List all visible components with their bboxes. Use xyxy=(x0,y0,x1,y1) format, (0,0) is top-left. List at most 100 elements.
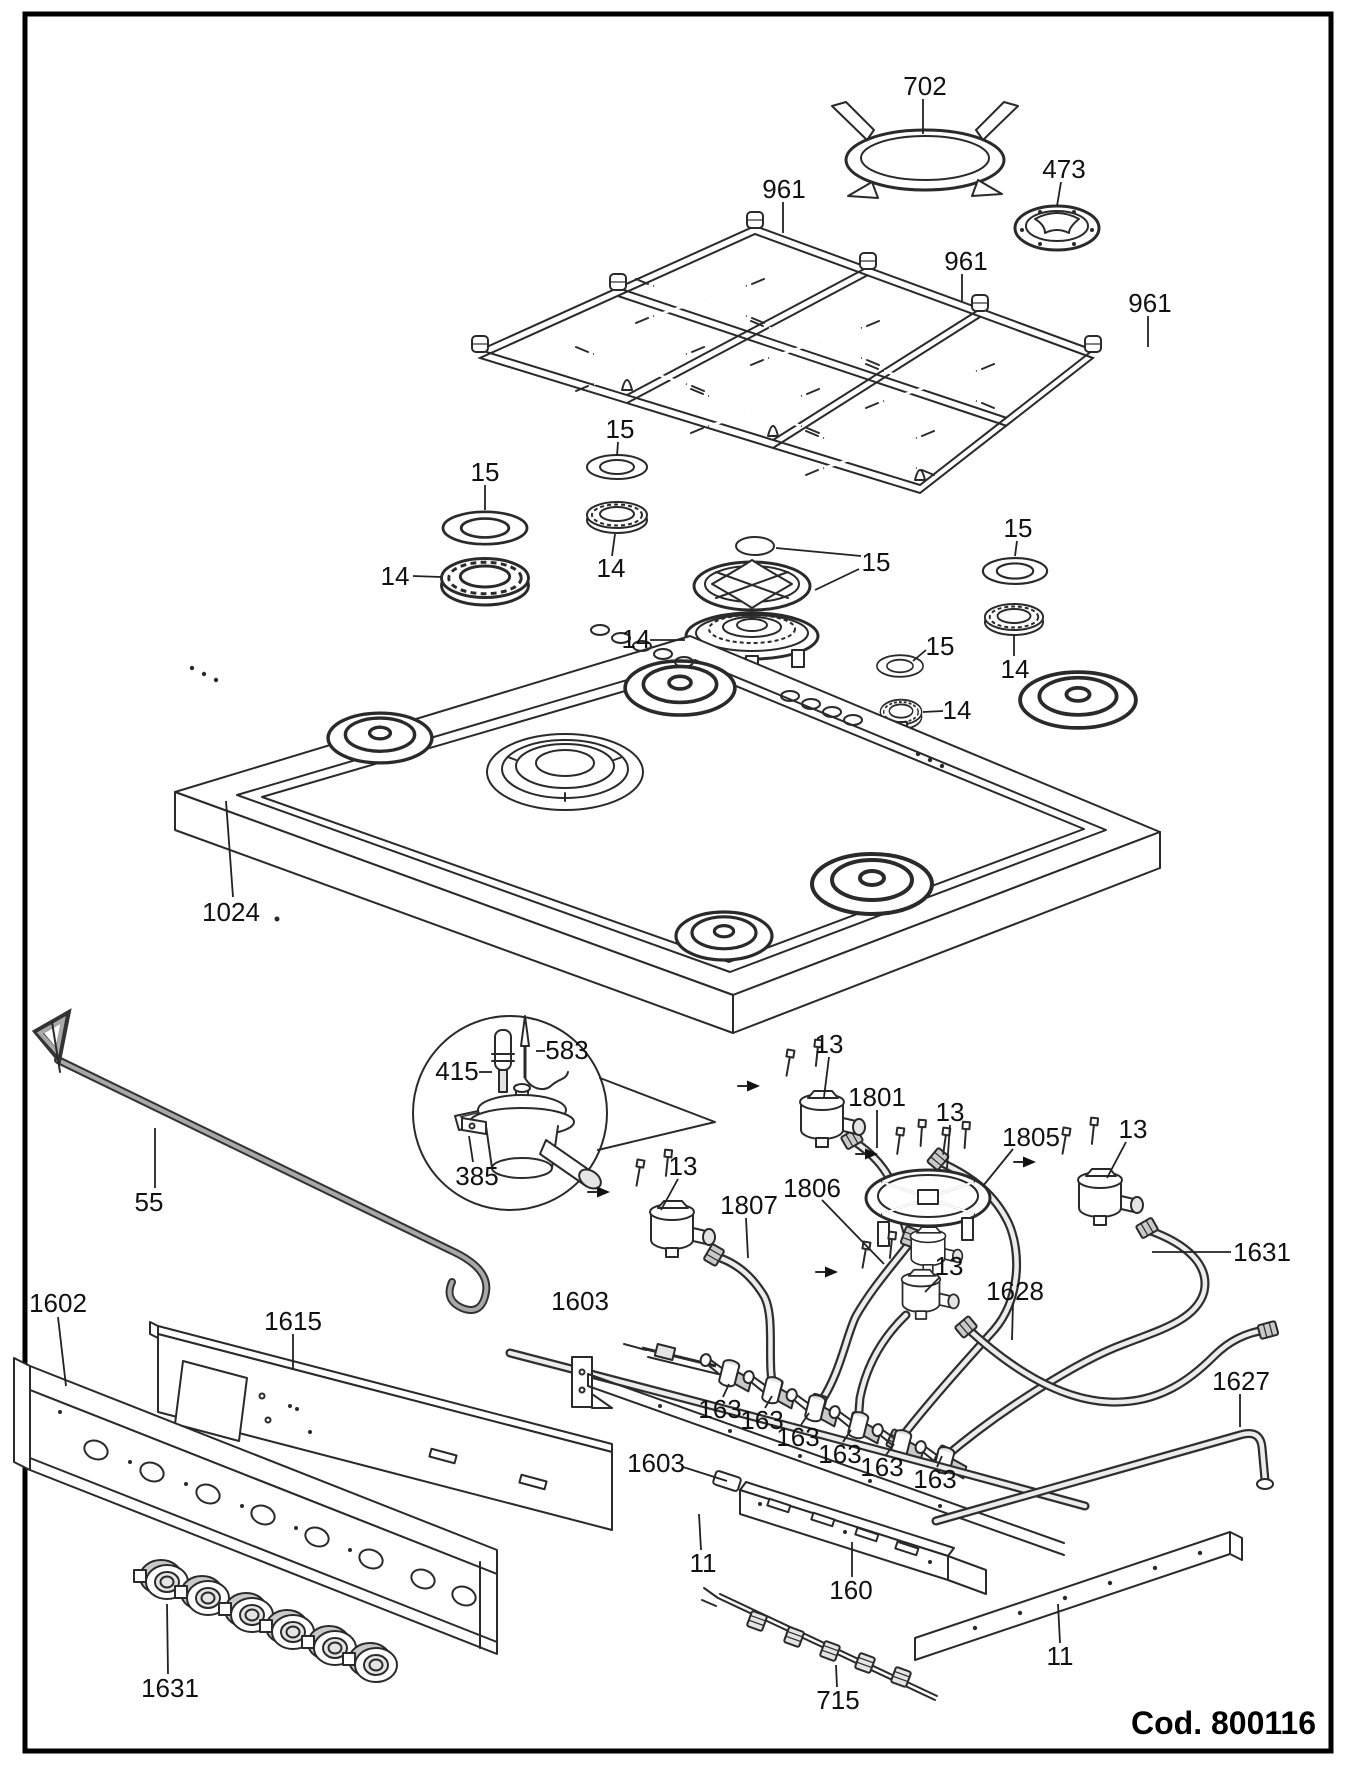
part-label-1631: 1631 xyxy=(1233,1237,1291,1267)
leader-line xyxy=(922,710,944,713)
leader-line xyxy=(924,1277,940,1293)
leader-line xyxy=(1106,1141,1127,1179)
gas-valves-13 xyxy=(587,1038,1144,1320)
part-label-13: 13 xyxy=(1119,1114,1148,1144)
leader-line xyxy=(412,575,442,578)
wok-burner-stack xyxy=(684,536,820,676)
part-label-1805: 1805 xyxy=(1002,1122,1060,1152)
leader-line xyxy=(682,1466,728,1482)
part-label-14: 14 xyxy=(943,695,972,725)
part-label-15: 15 xyxy=(1004,513,1033,543)
part-label-1627: 1627 xyxy=(1212,1366,1270,1396)
injector-tees-163 xyxy=(623,1343,971,1480)
front-panel-1602 xyxy=(13,1357,498,1655)
part-label-702: 702 xyxy=(903,71,946,101)
part-label-1628: 1628 xyxy=(986,1276,1044,1306)
leader-line xyxy=(821,1199,885,1265)
leader-line xyxy=(912,649,927,662)
part-label-13: 13 xyxy=(669,1151,698,1181)
part-label-583: 583 xyxy=(545,1035,588,1065)
part-label-163: 163 xyxy=(913,1464,956,1494)
detail-circle-burner-base xyxy=(412,1015,716,1211)
spark-rail-11 xyxy=(587,1373,1065,1556)
part-label-14: 14 xyxy=(381,561,410,591)
leader-line xyxy=(616,441,619,457)
electrode-583 xyxy=(520,1015,569,1091)
lower-rail-11 xyxy=(914,1531,1243,1661)
part-label-473: 473 xyxy=(1042,154,1085,184)
part-label-961: 961 xyxy=(1128,288,1171,318)
leader-line xyxy=(814,568,860,591)
burner-cap-ring-right xyxy=(981,556,1049,636)
part-label-1603: 1603 xyxy=(627,1448,685,1478)
wok-opening xyxy=(486,733,644,811)
leader-line xyxy=(946,1124,951,1169)
leader-line xyxy=(764,1395,773,1409)
part-label-160: 160 xyxy=(829,1575,872,1605)
leader-line xyxy=(982,1148,1014,1187)
burner-cap-ring-center xyxy=(586,454,648,534)
part-label-163: 163 xyxy=(818,1439,861,1469)
part-label-14: 14 xyxy=(597,553,626,583)
part-label-1801: 1801 xyxy=(848,1082,906,1112)
leader-line xyxy=(698,1513,702,1551)
part-label-15: 15 xyxy=(471,457,500,487)
part-label-11: 11 xyxy=(1047,1641,1074,1671)
part-label-1603: 1603 xyxy=(551,1286,609,1316)
pan-support-grate-961 xyxy=(471,211,1102,495)
part-label-13: 13 xyxy=(936,1097,965,1127)
cooktop-panel-1024 xyxy=(174,624,1161,1034)
page-border xyxy=(22,11,1334,1754)
part-label-15: 15 xyxy=(926,631,955,661)
part-label-11: 11 xyxy=(690,1548,717,1578)
part-label-961: 961 xyxy=(944,246,987,276)
supply-pipe-1627 xyxy=(931,1429,1274,1526)
support-post xyxy=(571,1356,613,1409)
leader-line xyxy=(660,1178,679,1211)
leader-line xyxy=(842,1429,852,1443)
leader-line xyxy=(611,533,616,557)
part-label-1631: 1631 xyxy=(141,1673,199,1703)
burner-bracket-160 xyxy=(712,1470,987,1595)
part-label-1806: 1806 xyxy=(783,1173,841,1203)
part-label-1024: 1024 xyxy=(202,897,260,927)
part-label-13: 13 xyxy=(935,1251,964,1281)
part-label-385: 385 xyxy=(455,1161,498,1191)
stray-dot xyxy=(274,916,280,922)
leader-line xyxy=(885,1443,895,1456)
ignition-rod-55 xyxy=(31,1008,491,1314)
part-label-13: 13 xyxy=(815,1029,844,1059)
part-label-1615: 1615 xyxy=(264,1306,322,1336)
part-label-1602: 1602 xyxy=(29,1288,87,1318)
part-label-715: 715 xyxy=(816,1685,859,1715)
burner-body xyxy=(461,1083,602,1190)
leader-line xyxy=(835,1664,838,1688)
part-label-1807: 1807 xyxy=(720,1190,778,1220)
leader-line xyxy=(1014,540,1018,557)
leader-line xyxy=(1056,181,1062,207)
leader-line xyxy=(745,1217,749,1259)
part-label-14: 14 xyxy=(1001,654,1030,684)
part-label-163: 163 xyxy=(740,1405,783,1435)
part-label-15: 15 xyxy=(862,547,891,577)
part-label-961: 961 xyxy=(762,174,805,204)
leader-line xyxy=(166,1603,169,1675)
gas-pipes xyxy=(702,1127,1280,1469)
part-label-55: 55 xyxy=(135,1187,164,1217)
leader-line xyxy=(1011,1302,1014,1341)
leader-line xyxy=(936,1455,943,1468)
wok-trivet-ring-702 xyxy=(831,101,1019,199)
part-label-163: 163 xyxy=(860,1452,903,1482)
leader-line xyxy=(225,800,234,898)
part-label-163: 163 xyxy=(776,1422,819,1452)
document-code: Cod. 800116 xyxy=(1131,1705,1316,1741)
leader-line xyxy=(722,1383,730,1398)
part-label-15: 15 xyxy=(606,414,635,444)
simmer-grate-473 xyxy=(1013,204,1101,252)
leader-line xyxy=(800,1412,810,1426)
spark-plug-415 xyxy=(491,1029,515,1093)
burner-cap-ring-left xyxy=(440,510,530,607)
part-label-163: 163 xyxy=(698,1394,741,1424)
